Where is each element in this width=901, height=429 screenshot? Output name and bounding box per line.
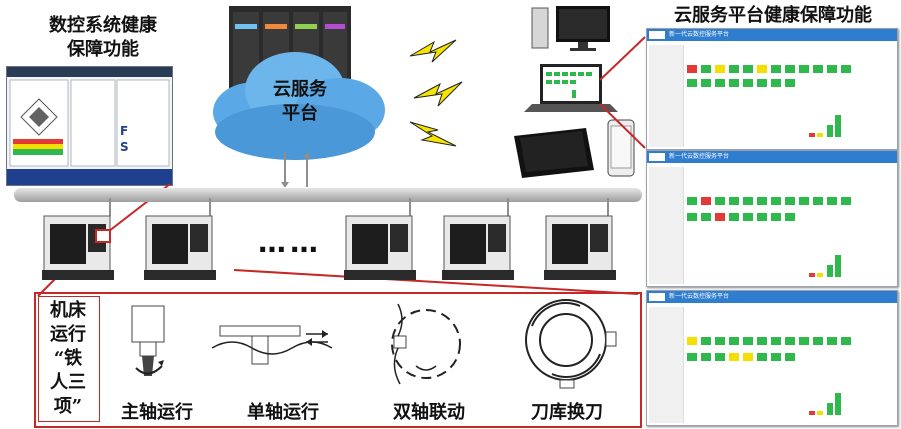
spindle-icon bbox=[131, 305, 165, 376]
svg-text:S: S bbox=[120, 140, 129, 154]
cnc-health-heading-line2: 保障功能 bbox=[67, 39, 139, 60]
client-devices bbox=[514, 6, 635, 178]
label-line-4: 人三 bbox=[50, 372, 86, 393]
screenshot-title: 新一代云数控服务平台 bbox=[669, 31, 730, 38]
platform-screenshot-1: 新一代云数控服务平台 bbox=[646, 28, 898, 150]
platform-screenshot-2: 新一代云数控服务平台 bbox=[646, 150, 898, 287]
cloud-server-graphic bbox=[213, 6, 385, 187]
cnc-panel-bottombar bbox=[7, 169, 172, 185]
operation-illustrations bbox=[131, 299, 617, 389]
screenshot-sidebar bbox=[649, 45, 684, 147]
cloud-label-line2: 平台 bbox=[282, 103, 318, 124]
screenshot-sidebar bbox=[649, 167, 684, 284]
machine-operation-box bbox=[34, 292, 642, 428]
cnc-panel-screenshot: F S bbox=[6, 66, 173, 186]
machine-tools-row bbox=[42, 198, 616, 280]
tool-magazine-icon bbox=[525, 299, 617, 389]
screenshot-title: 新一代云数控服务平台 bbox=[669, 153, 730, 160]
cnc-health-heading-line1: 数控系统健康 bbox=[49, 15, 157, 36]
cloud-label: 云服务 平台 bbox=[240, 78, 360, 126]
screenshot-header: 新一代云数控服务平台 bbox=[647, 29, 897, 41]
cloud-health-heading: 云服务平台健康保障功能 bbox=[674, 5, 872, 26]
screenshot-header: 新一代云数控服务平台 bbox=[647, 151, 897, 163]
logo-icon bbox=[649, 153, 665, 161]
op-label-dual-axis: 双轴联动 bbox=[393, 402, 465, 423]
machine-tool-4 bbox=[442, 198, 514, 280]
op-label-single-axis: 单轴运行 bbox=[247, 402, 319, 423]
machine-tool-3 bbox=[344, 198, 416, 280]
svg-text:F: F bbox=[120, 124, 128, 138]
lightning-bolts bbox=[409, 39, 463, 147]
more-machines-ellipsis: …… bbox=[258, 226, 322, 259]
phone-icon bbox=[607, 119, 635, 177]
machine-operation-label: 机床 运行 “铁 人三 项” bbox=[48, 299, 88, 419]
dual-axis-icon bbox=[391, 303, 461, 385]
machine-tool-5 bbox=[544, 198, 616, 280]
desktop-pc-icon bbox=[531, 6, 610, 51]
op-label-spindle: 主轴运行 bbox=[121, 402, 193, 423]
machine-tool-2 bbox=[144, 198, 216, 280]
machine-tool-1 bbox=[42, 198, 114, 280]
label-line-5: 项” bbox=[53, 396, 83, 417]
logo-icon bbox=[649, 293, 665, 301]
logo-icon bbox=[649, 31, 665, 39]
label-line-3: “铁 bbox=[53, 348, 83, 369]
cloud-label-line1: 云服务 bbox=[273, 79, 327, 100]
single-axis-icon bbox=[211, 325, 333, 365]
cnc-health-heading: 数控系统健康 保障功能 bbox=[28, 14, 178, 62]
screenshot-header: 新一代云数控服务平台 bbox=[647, 291, 897, 303]
label-line-2: 运行 bbox=[50, 324, 86, 345]
laptop-icon bbox=[524, 64, 618, 112]
network-bus bbox=[14, 188, 642, 202]
cnc-panel-topbar bbox=[7, 67, 172, 77]
screenshot-title: 新一代云数控服务平台 bbox=[669, 293, 730, 300]
screenshot-sidebar bbox=[649, 307, 684, 423]
cnc-panel-graphics: F S bbox=[9, 79, 170, 167]
status-grid bbox=[687, 197, 851, 277]
label-line-1: 机床 bbox=[50, 300, 86, 321]
status-grid bbox=[687, 337, 851, 415]
status-grid bbox=[687, 65, 851, 137]
op-label-tool-change: 刀库换刀 bbox=[531, 402, 603, 423]
machine-operation-label-box: 机床 运行 “铁 人三 项” bbox=[38, 296, 100, 422]
tablet-icon bbox=[514, 128, 594, 178]
platform-screenshot-3: 新一代云数控服务平台 bbox=[646, 290, 898, 426]
cloud-shape bbox=[213, 52, 385, 160]
